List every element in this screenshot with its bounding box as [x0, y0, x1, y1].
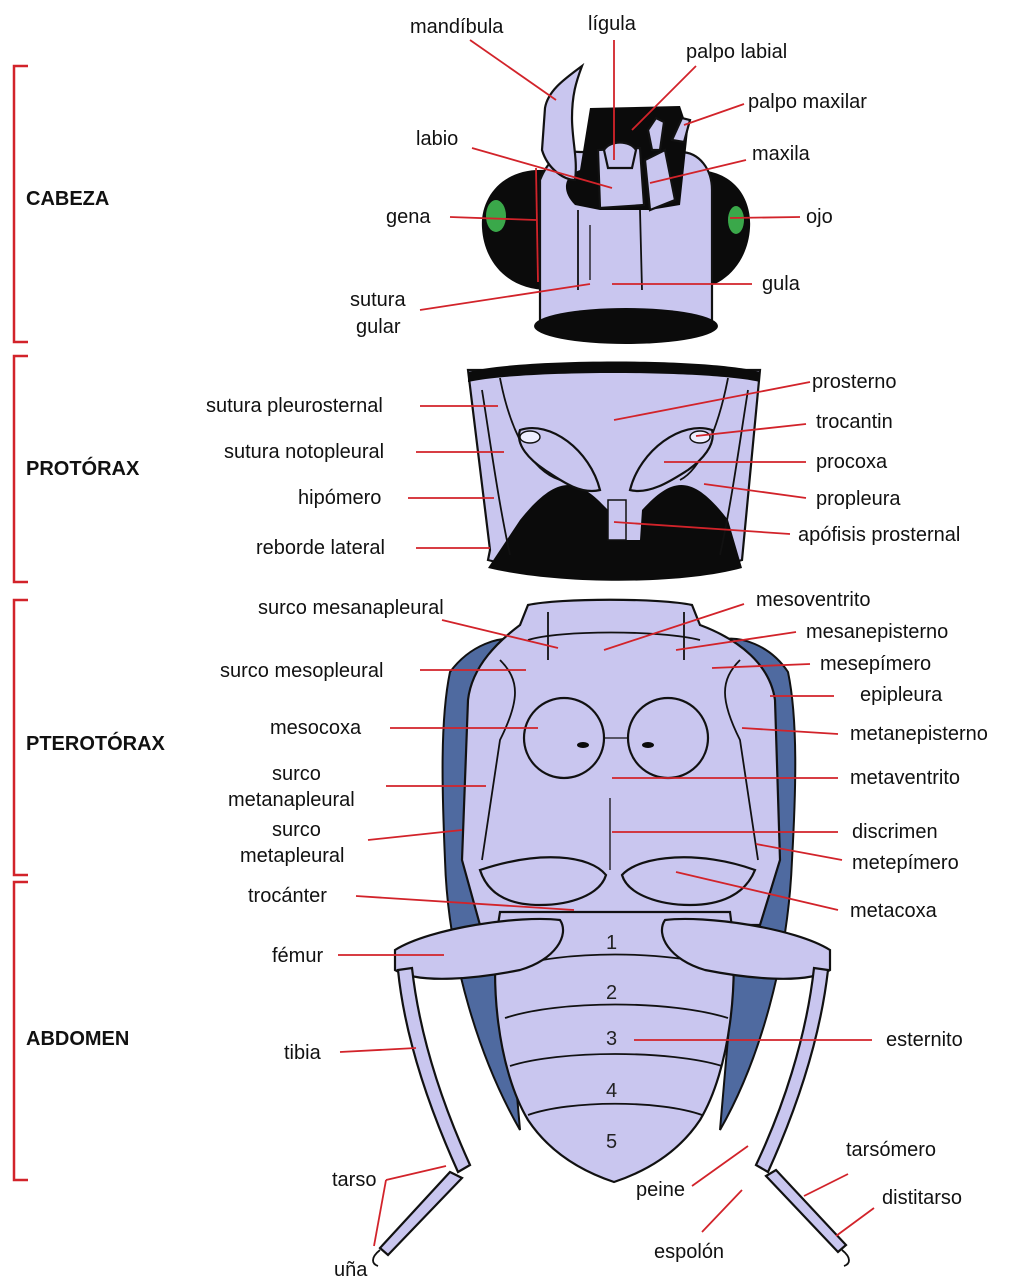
- section-brackets: [14, 66, 28, 1180]
- label-reborde-lateral: reborde lateral: [256, 537, 385, 559]
- label-gena: gena: [386, 206, 431, 228]
- section-abdomen: ABDOMEN: [26, 1028, 129, 1050]
- segment-2: 2: [606, 982, 617, 1004]
- head-neck: [534, 308, 718, 344]
- label-sutura-gular-2: gular: [356, 316, 401, 338]
- label-discrimen: discrimen: [852, 821, 938, 843]
- label-hipomero: hipómero: [298, 487, 381, 509]
- label-labio: labio: [416, 128, 458, 150]
- label-trocanter: trocánter: [248, 885, 327, 907]
- mesocoxa-right: [628, 698, 708, 778]
- label-surco-metanapleural-2: metanapleural: [228, 789, 355, 811]
- label-procoxa: procoxa: [816, 451, 888, 473]
- label-surco-metapleural-1: surco: [272, 819, 321, 841]
- label-palpo-maxilar: palpo maxilar: [748, 91, 867, 113]
- label-surco-metapleural-2: metapleural: [240, 845, 345, 867]
- apofisis-prosternal-shape: [608, 500, 626, 540]
- segment-4: 4: [606, 1080, 617, 1102]
- label-espolon: espolón: [654, 1241, 724, 1263]
- label-mesoventrito: mesoventrito: [756, 589, 871, 611]
- label-tarso: tarso: [332, 1169, 376, 1191]
- label-surco-mesanapleural: surco mesanapleural: [258, 597, 444, 619]
- label-femur: fémur: [272, 945, 323, 967]
- label-epipleura: epipleura: [860, 684, 943, 706]
- tibia-left: [398, 968, 470, 1172]
- tarsus-left: [380, 1172, 462, 1255]
- label-propleura: propleura: [816, 488, 901, 510]
- segment-3: 3: [606, 1028, 617, 1050]
- label-sutura-notopleural: sutura notopleural: [224, 441, 384, 463]
- trocantin-right: [690, 431, 710, 443]
- section-protorax: PROTÓRAX: [26, 456, 140, 480]
- left-eye-green-icon: [486, 200, 506, 232]
- label-una: uña: [334, 1259, 368, 1280]
- label-palpo-labial: palpo labial: [686, 41, 787, 63]
- label-esternito: esternito: [886, 1029, 963, 1051]
- head: [482, 66, 750, 344]
- label-trocantin: trocantin: [816, 411, 893, 433]
- label-surco-mesopleural: surco mesopleural: [220, 660, 383, 682]
- ligula-part: [604, 143, 636, 169]
- mesocoxa-left: [524, 698, 604, 778]
- label-mesocoxa: mesocoxa: [270, 717, 362, 739]
- label-mandibula: mandíbula: [410, 16, 504, 38]
- label-maxila: maxila: [752, 143, 811, 165]
- label-metaventrito: metaventrito: [850, 767, 960, 789]
- label-metacoxa: metacoxa: [850, 900, 938, 922]
- segment-1: 1: [606, 932, 617, 954]
- label-tibia: tibia: [284, 1042, 322, 1064]
- label-surco-metanapleural-1: surco: [272, 763, 321, 785]
- label-mesepimero: mesepímero: [820, 653, 931, 675]
- label-peine: peine: [636, 1179, 685, 1201]
- label-sutura-gular-1: sutura: [350, 289, 406, 311]
- tarsus-right: [766, 1170, 846, 1252]
- label-distitarso: distitarso: [882, 1187, 962, 1209]
- segment-5: 5: [606, 1131, 617, 1153]
- label-metanepisterno: metanepisterno: [850, 723, 988, 745]
- label-prosterno: prosterno: [812, 371, 897, 393]
- mandible: [542, 66, 582, 180]
- label-ojo: ojo: [806, 206, 833, 228]
- label-gula: gula: [762, 273, 801, 295]
- section-pterotorax: PTEROTÓRAX: [26, 731, 166, 755]
- label-metepimero: metepímero: [852, 852, 959, 874]
- label-apofisis-prosternal: apófisis prosternal: [798, 524, 960, 546]
- label-tarsomero: tarsómero: [846, 1139, 936, 1161]
- right-eye-green-icon: [728, 206, 744, 234]
- section-cabeza: CABEZA: [26, 188, 109, 210]
- label-ligula: lígula: [588, 13, 637, 35]
- prothorax: [468, 362, 760, 581]
- label-sutura-pleurosternal: sutura pleurosternal: [206, 395, 383, 417]
- label-mesanepisterno: mesanepisterno: [806, 621, 948, 643]
- trocantin-left: [520, 431, 540, 443]
